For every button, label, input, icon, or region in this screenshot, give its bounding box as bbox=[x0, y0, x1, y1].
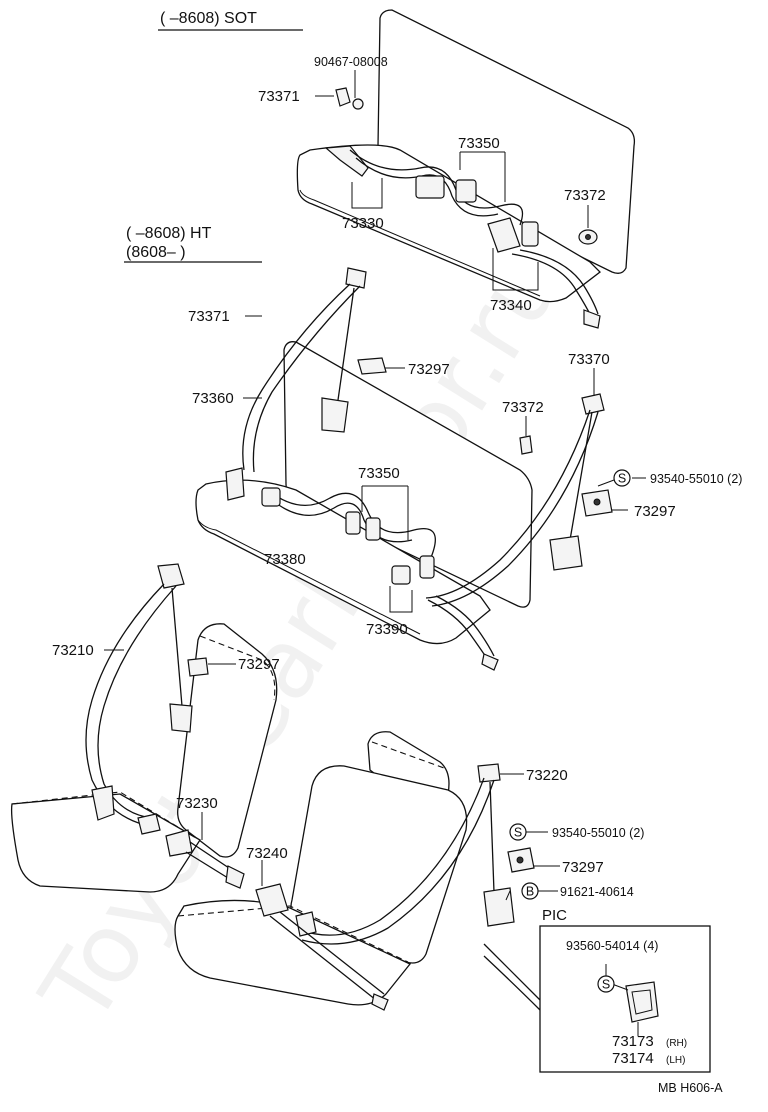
rear-seat-middle bbox=[195, 267, 613, 671]
label-73390: 73390 bbox=[366, 621, 408, 638]
label-90467-08008: 90467-08008 bbox=[314, 55, 388, 69]
label-73370: 73370 bbox=[568, 351, 610, 368]
label-73350-top: 73350 bbox=[458, 135, 500, 152]
symbol-s-3-text: S bbox=[602, 978, 610, 992]
label-73220: 73220 bbox=[526, 767, 568, 784]
header-ht: ( –8608) HT (8608– ) bbox=[124, 225, 262, 263]
header-ht-line2: (8608– ) bbox=[126, 244, 186, 261]
label-73372-top: 73372 bbox=[564, 187, 606, 204]
symbol-s-3: S bbox=[597, 975, 615, 993]
symbol-b: B bbox=[521, 882, 539, 900]
label-73174: 73174 bbox=[612, 1050, 654, 1067]
label-pic: PIC bbox=[542, 907, 567, 924]
label-73371-mid: 73371 bbox=[188, 308, 230, 325]
label-73297-mid: 73297 bbox=[408, 361, 450, 378]
symbol-s-2-text: S bbox=[514, 826, 522, 840]
rear-seat-top bbox=[296, 9, 636, 329]
label-93540-55010-front: 93540-55010 (2) bbox=[552, 826, 644, 840]
label-73297-front-left: 73297 bbox=[238, 656, 280, 673]
header-ht-line1: ( –8608) HT bbox=[126, 225, 212, 242]
label-91621-40614: 91621-40614 bbox=[560, 885, 634, 899]
label-73230: 73230 bbox=[176, 795, 218, 812]
header-sot-text: ( –8608) SOT bbox=[160, 10, 257, 27]
part-labels: 90467-08008 73371 73350 73372 73330 7334… bbox=[52, 55, 742, 1095]
front-seat-left bbox=[10, 563, 278, 893]
pic-inset bbox=[539, 925, 711, 1073]
label-73174-side: (LH) bbox=[666, 1055, 685, 1066]
label-73380: 73380 bbox=[264, 551, 306, 568]
label-73240: 73240 bbox=[246, 845, 288, 862]
label-73173-side: (RH) bbox=[666, 1038, 687, 1049]
label-73340: 73340 bbox=[490, 297, 532, 314]
label-73330: 73330 bbox=[342, 215, 384, 232]
front-seat-right bbox=[174, 731, 545, 1011]
label-73350-mid: 73350 bbox=[358, 465, 400, 482]
symbol-s-2: S bbox=[509, 823, 527, 841]
symbol-b-text: B bbox=[526, 885, 534, 899]
label-73297-front-right: 73297 bbox=[562, 859, 604, 876]
diagram-code: MB H606-A bbox=[658, 1081, 723, 1095]
header-sot: ( –8608) SOT bbox=[158, 10, 303, 31]
leader-lines bbox=[104, 70, 646, 1030]
label-73372-mid: 73372 bbox=[502, 399, 544, 416]
label-93560-54014: 93560-54014 (4) bbox=[566, 939, 658, 953]
label-73210: 73210 bbox=[52, 642, 94, 659]
label-73360: 73360 bbox=[192, 390, 234, 407]
label-73371-top: 73371 bbox=[258, 88, 300, 105]
symbol-s-1: S bbox=[613, 469, 631, 487]
label-93540-55010-mid: 93540-55010 (2) bbox=[650, 472, 742, 486]
label-73297-right: 73297 bbox=[634, 503, 676, 520]
label-73173: 73173 bbox=[612, 1033, 654, 1050]
symbol-s-1-text: S bbox=[618, 472, 626, 486]
